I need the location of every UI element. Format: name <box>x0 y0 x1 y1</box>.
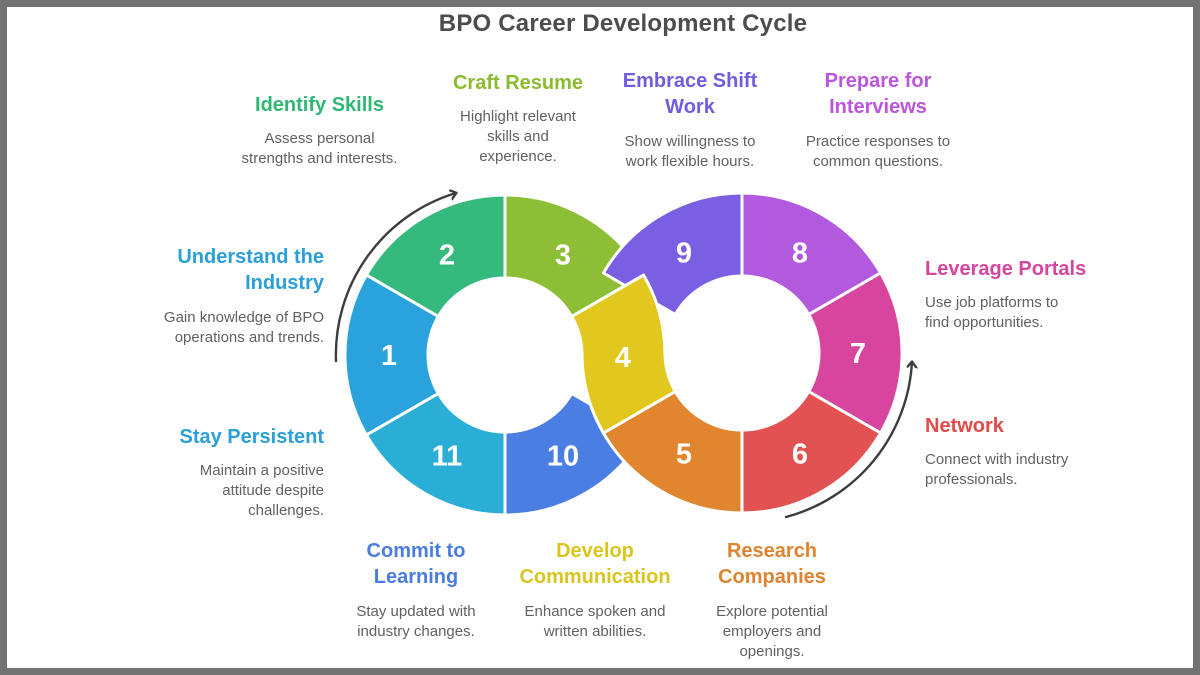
step-label-understand-the-industry: Understand the Industry Gain knowledge o… <box>134 244 324 348</box>
segment-number-9: 9 <box>676 238 692 270</box>
segment-1 <box>343 273 440 437</box>
step-description: Show willingness to work flexible hours. <box>624 132 756 170</box>
step-description: Enhance spoken and written abilities. <box>524 602 666 640</box>
step-heading: Prepare for Interviews <box>824 70 932 119</box>
step-label-prepare-for-interviews: Prepare for Interviews Practice response… <box>768 68 988 172</box>
segment-number-1: 1 <box>381 340 397 372</box>
segment-number-10: 10 <box>547 441 579 473</box>
step-label-commit-to-learning: Commit to Learning Stay updated with ind… <box>316 538 516 642</box>
step-description: Explore potential employers and openings… <box>716 602 828 660</box>
segment-number-5: 5 <box>676 439 692 471</box>
segment-number-2: 2 <box>439 240 455 272</box>
step-heading: Develop Communication <box>519 540 671 589</box>
step-description: Connect with industry professionals. <box>925 451 1069 489</box>
step-heading: Understand the Industry <box>177 246 324 295</box>
segment-number-4: 4 <box>615 342 631 374</box>
step-heading: Leverage Portals <box>925 258 1087 280</box>
segment-11 <box>364 392 507 517</box>
step-label-develop-communication: Develop Communication Enhance spoken and… <box>485 538 705 642</box>
step-label-network: Network Connect with industry profession… <box>925 413 1125 490</box>
step-heading: Identify Skills <box>255 94 384 116</box>
step-description: Practice responses to common questions. <box>805 132 951 170</box>
step-heading: Commit to Learning <box>366 540 466 589</box>
step-heading: Stay Persistent <box>179 426 324 448</box>
step-label-research-companies: Research Companies Explore potential emp… <box>672 538 872 662</box>
segment-number-11: 11 <box>432 441 463 473</box>
step-description: Use job platforms to find opportunities. <box>925 294 1059 332</box>
step-label-identify-skills: Identify Skills Assess personal strength… <box>197 92 442 169</box>
step-label-craft-resume: Craft Resume Highlight relevant skills a… <box>408 70 628 167</box>
segment-number-3: 3 <box>555 240 571 272</box>
curved-arrow-up-icon <box>784 362 912 519</box>
step-label-leverage-portals: Leverage Portals Use job platforms to fi… <box>925 256 1125 333</box>
step-heading: Embrace Shift Work <box>622 70 758 119</box>
curved-arrow-up-right-icon <box>334 193 456 363</box>
segment-number-6: 6 <box>792 439 808 471</box>
segment-number-7: 7 <box>850 338 866 370</box>
step-label-embrace-shift-work: Embrace Shift Work Show willingness to w… <box>580 68 800 172</box>
step-description: Maintain a positive attitude despite cha… <box>199 462 324 520</box>
segment-4 <box>570 273 677 435</box>
segment-number-8: 8 <box>792 238 808 270</box>
step-heading: Research Companies <box>718 540 826 589</box>
step-heading: Craft Resume <box>452 72 584 94</box>
step-description: Stay updated with industry changes. <box>356 602 476 640</box>
step-description: Gain knowledge of BPO operations and tre… <box>163 308 324 346</box>
step-label-stay-persistent: Stay Persistent Maintain a positive atti… <box>134 424 324 521</box>
step-description: Assess personal strengths and interests. <box>241 130 398 168</box>
step-description: Highlight relevant skills and experience… <box>460 108 576 166</box>
step-heading: Network <box>925 415 1004 437</box>
page-title: BPO Career Development Cycle <box>438 10 808 37</box>
